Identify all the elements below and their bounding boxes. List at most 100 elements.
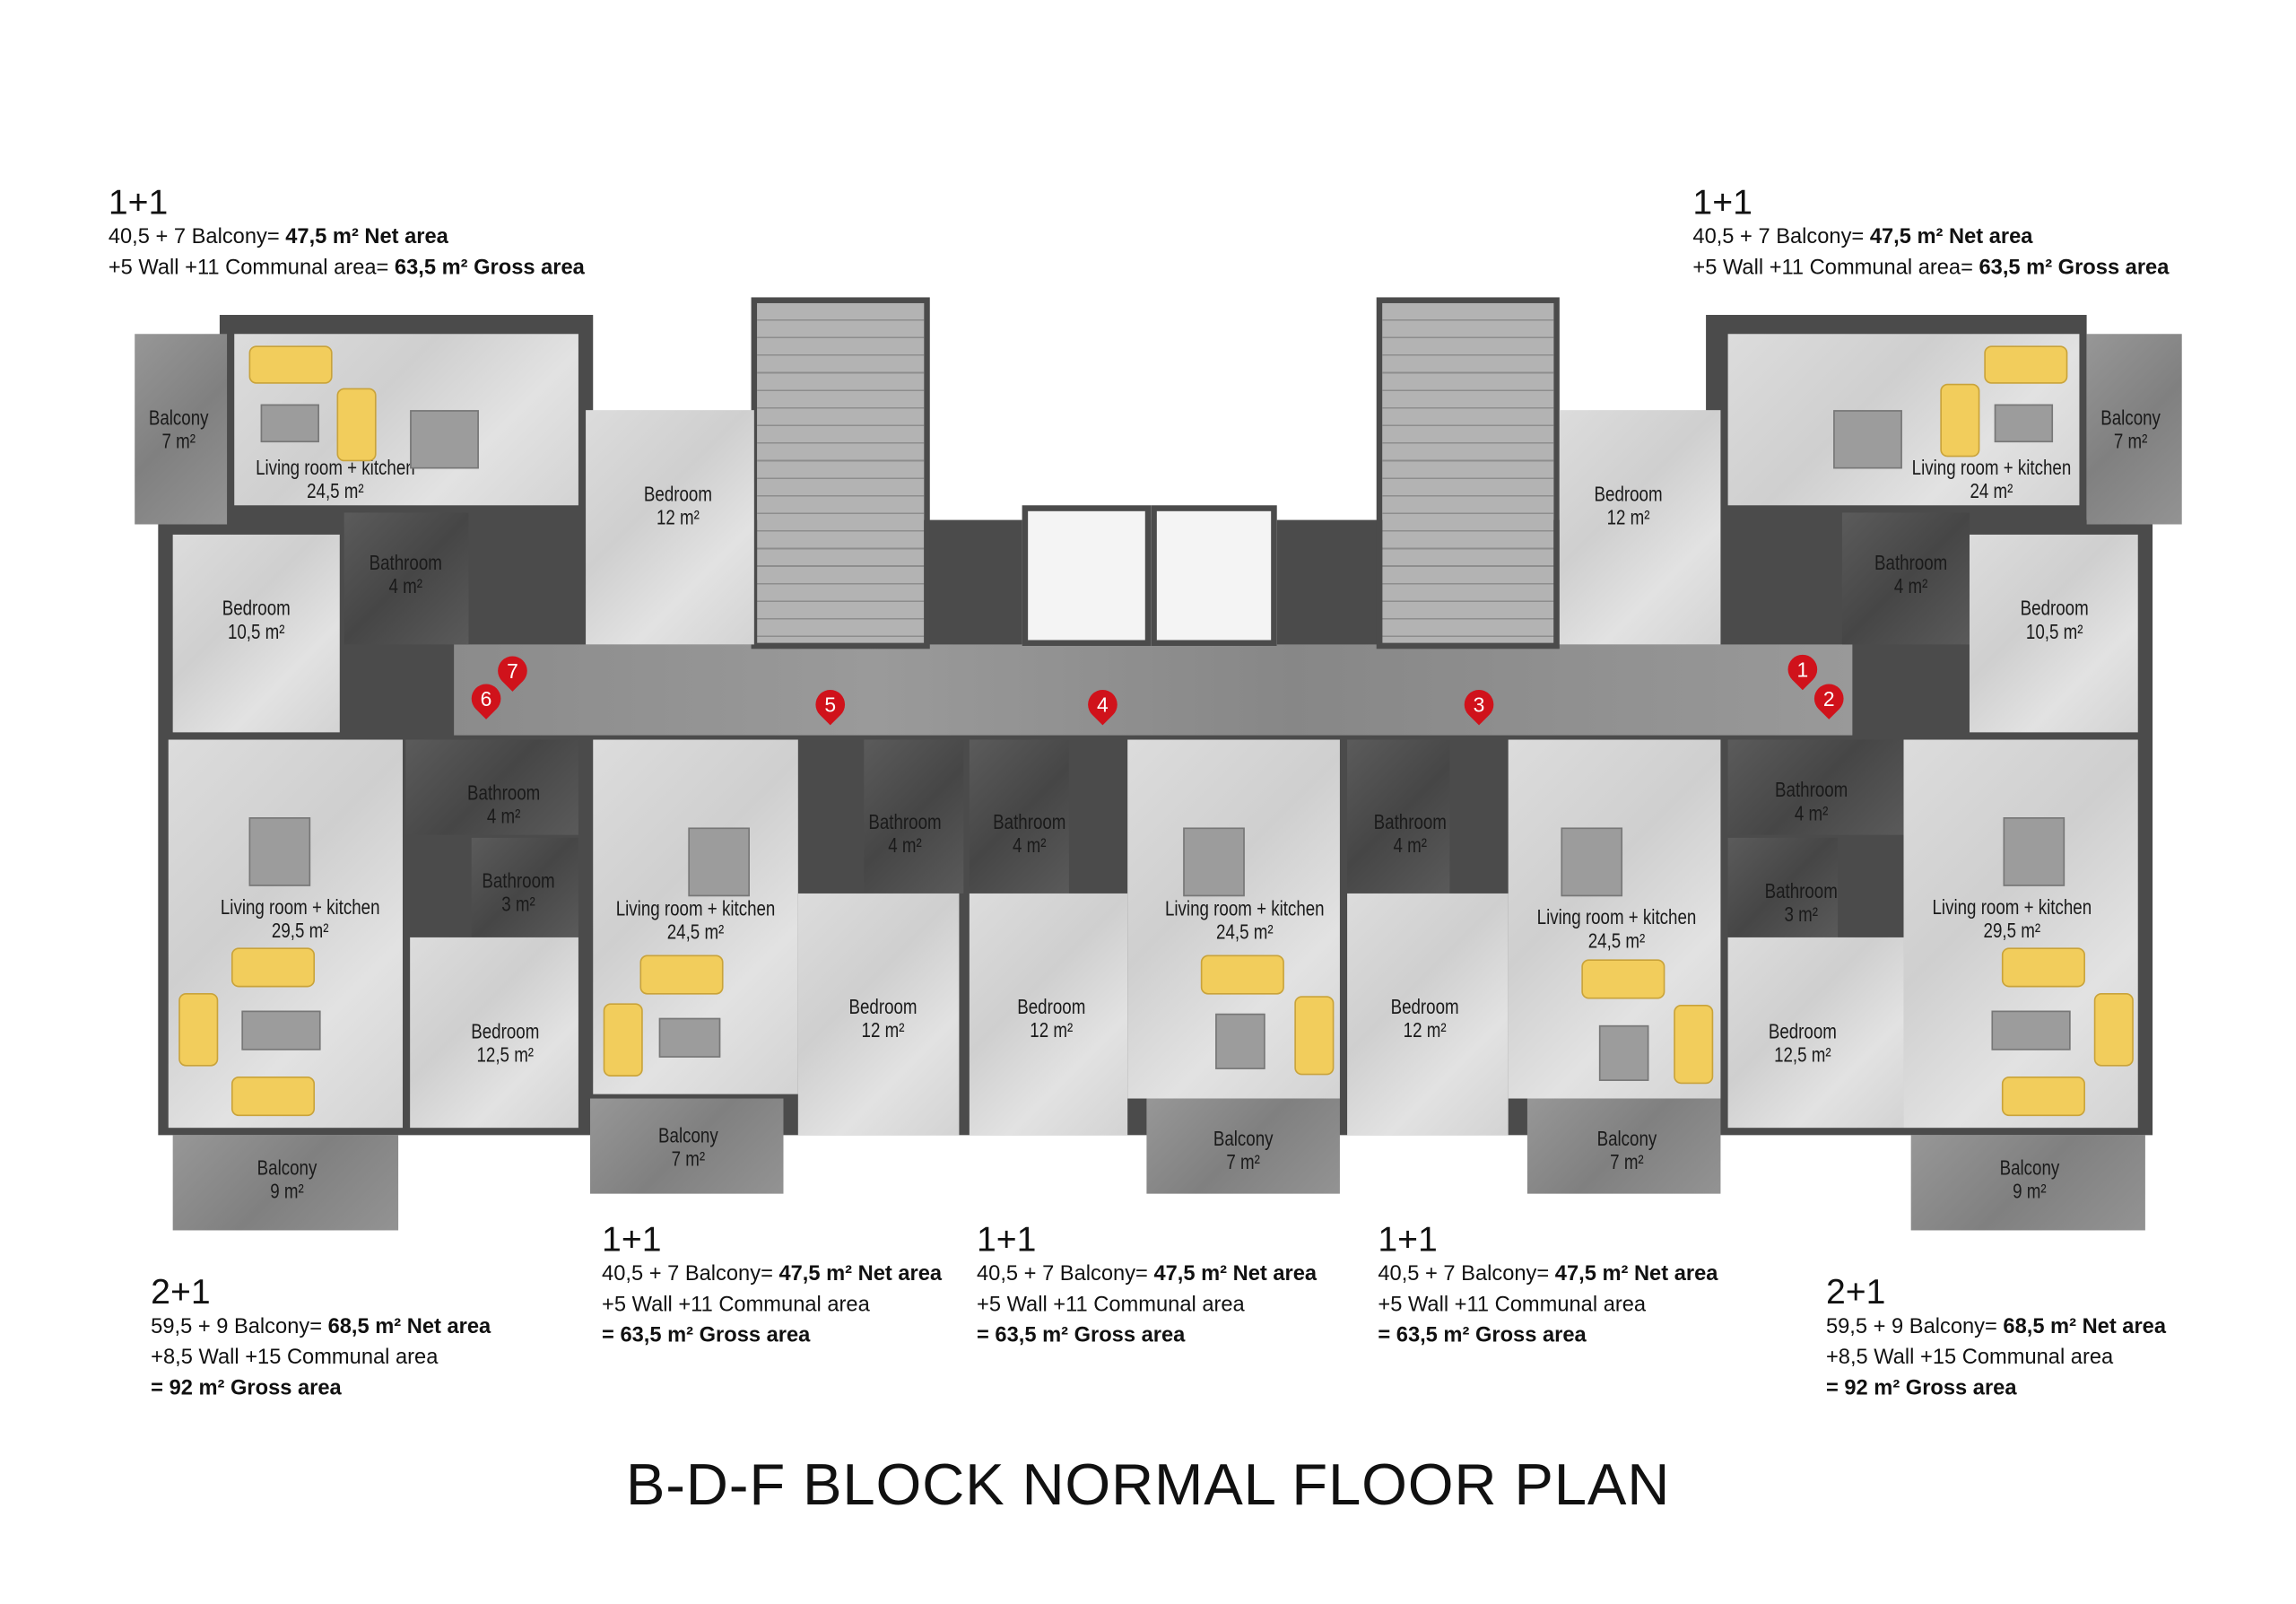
room xyxy=(969,739,1069,894)
corridor xyxy=(454,644,1853,736)
sofa xyxy=(336,388,377,462)
room-name: Balcony xyxy=(658,1123,718,1147)
gross-area-breakdown: +5 Wall +11 Communal area= xyxy=(108,256,395,280)
marker-number: 6 xyxy=(480,686,492,710)
staircase-right xyxy=(1376,297,1560,649)
room-area: 24,5 m² xyxy=(1587,928,1646,953)
room xyxy=(1347,739,1450,894)
gross-area-breakdown: +5 Wall +11 Communal area xyxy=(977,1293,1245,1317)
room-area: 24,5 m² xyxy=(307,478,364,503)
net-area-breakdown: 40,5 + 7 Balcony= xyxy=(1692,225,1870,249)
room-name: Balcony xyxy=(257,1155,317,1180)
room-area: 24 m² xyxy=(1970,478,2013,503)
table xyxy=(260,404,319,443)
room-area: 10,5 m² xyxy=(2025,619,2083,643)
gross-area-line: +5 Wall +11 Communal area xyxy=(1378,1290,1718,1321)
location-marker-5: 5 xyxy=(809,684,851,726)
room-area: 7 m² xyxy=(671,1146,706,1171)
gross-area-line: +5 Wall +11 Communal area xyxy=(602,1290,942,1321)
net-area-line: 40,5 + 7 Balcony= 47,5 m² Net area xyxy=(109,222,585,253)
room-name: Bedroom xyxy=(1017,994,1086,1018)
room xyxy=(1910,1135,2145,1231)
table xyxy=(1215,1013,1265,1069)
gross-area-total: = 92 m² Gross area xyxy=(151,1376,342,1400)
room-area: 4 m² xyxy=(388,574,422,598)
room-area: 3 m² xyxy=(501,892,535,916)
gross-area-total: = 63,5 m² Gross area xyxy=(602,1323,811,1348)
room xyxy=(1347,893,1509,1136)
room-area: 4 m² xyxy=(486,804,521,828)
location-marker-4: 4 xyxy=(1082,684,1124,726)
room-name: Bedroom xyxy=(1390,994,1459,1018)
room-name: Balcony xyxy=(1596,1126,1657,1150)
sofa xyxy=(178,992,219,1067)
gross-area-breakdown: +8,5 Wall +15 Communal area xyxy=(1825,1346,2114,1370)
room xyxy=(1559,410,1721,645)
room-name: Balcony xyxy=(148,405,209,430)
unit-type: 1+1 xyxy=(1378,1220,1438,1260)
gross-area-line: = 92 m² Gross area xyxy=(151,1373,491,1404)
gross-area-breakdown: +5 Wall +11 Communal area xyxy=(602,1293,870,1317)
room-name: Bedroom xyxy=(1768,1019,1837,1043)
room-area: 4 m² xyxy=(1393,833,1428,858)
room-area: 4 m² xyxy=(1893,574,1928,598)
room-name: Bedroom xyxy=(471,1019,540,1043)
sofa xyxy=(230,947,316,988)
room xyxy=(1969,534,2138,733)
room-area: 7 m² xyxy=(1610,1149,1644,1173)
gross-area-line: +5 Wall +11 Communal area= 63,5 m² Gross… xyxy=(109,253,585,283)
room xyxy=(797,893,960,1136)
sofa xyxy=(2001,1077,2085,1117)
sofa xyxy=(1581,959,1665,999)
room xyxy=(1841,512,1970,645)
room-name: Bathroom xyxy=(868,809,942,834)
gross-area-line: = 63,5 m² Gross area xyxy=(602,1321,942,1352)
marker-number: 4 xyxy=(1097,693,1109,717)
table xyxy=(1833,410,1902,469)
unit-type: 1+1 xyxy=(602,1220,662,1260)
sofa xyxy=(1200,955,1284,995)
net-area-line: 40,5 + 7 Balcony= 47,5 m² Net area xyxy=(1692,222,2169,253)
unit-type: 1+1 xyxy=(1692,183,1752,223)
location-marker-2: 2 xyxy=(1808,677,1850,719)
gross-area-breakdown: +5 Wall +11 Communal area= xyxy=(1692,256,1979,280)
room-area: 9 m² xyxy=(270,1179,304,1203)
room-name: Bathroom xyxy=(467,780,541,805)
room-name: Balcony xyxy=(1999,1155,2060,1180)
gross-area-line: +5 Wall +11 Communal area xyxy=(977,1290,1317,1321)
room-name: Bathroom xyxy=(369,550,442,575)
room-area: 12 m² xyxy=(1606,505,1650,529)
room-area: 12 m² xyxy=(1403,1017,1447,1042)
room-area: 4 m² xyxy=(888,833,922,858)
room xyxy=(589,1098,784,1194)
table xyxy=(248,817,311,886)
sofa xyxy=(1940,383,1980,458)
room xyxy=(1146,1098,1340,1194)
room-area: 7 m² xyxy=(1226,1149,1260,1173)
room xyxy=(1526,1098,1721,1194)
net-area-total: 47,5 m² Net area xyxy=(285,225,448,249)
elevator-right xyxy=(1151,505,1277,647)
net-area-total: 47,5 m² Net area xyxy=(1869,225,2033,249)
unit-type: 2+1 xyxy=(1825,1272,1886,1312)
room-name: Balcony xyxy=(1213,1126,1274,1150)
table xyxy=(1994,404,2054,443)
room-name: Bathroom xyxy=(482,868,555,893)
room-name: Bedroom xyxy=(643,482,712,506)
marker-number: 1 xyxy=(1796,658,1809,682)
room-area: 24,5 m² xyxy=(666,920,725,944)
room xyxy=(969,893,1128,1136)
